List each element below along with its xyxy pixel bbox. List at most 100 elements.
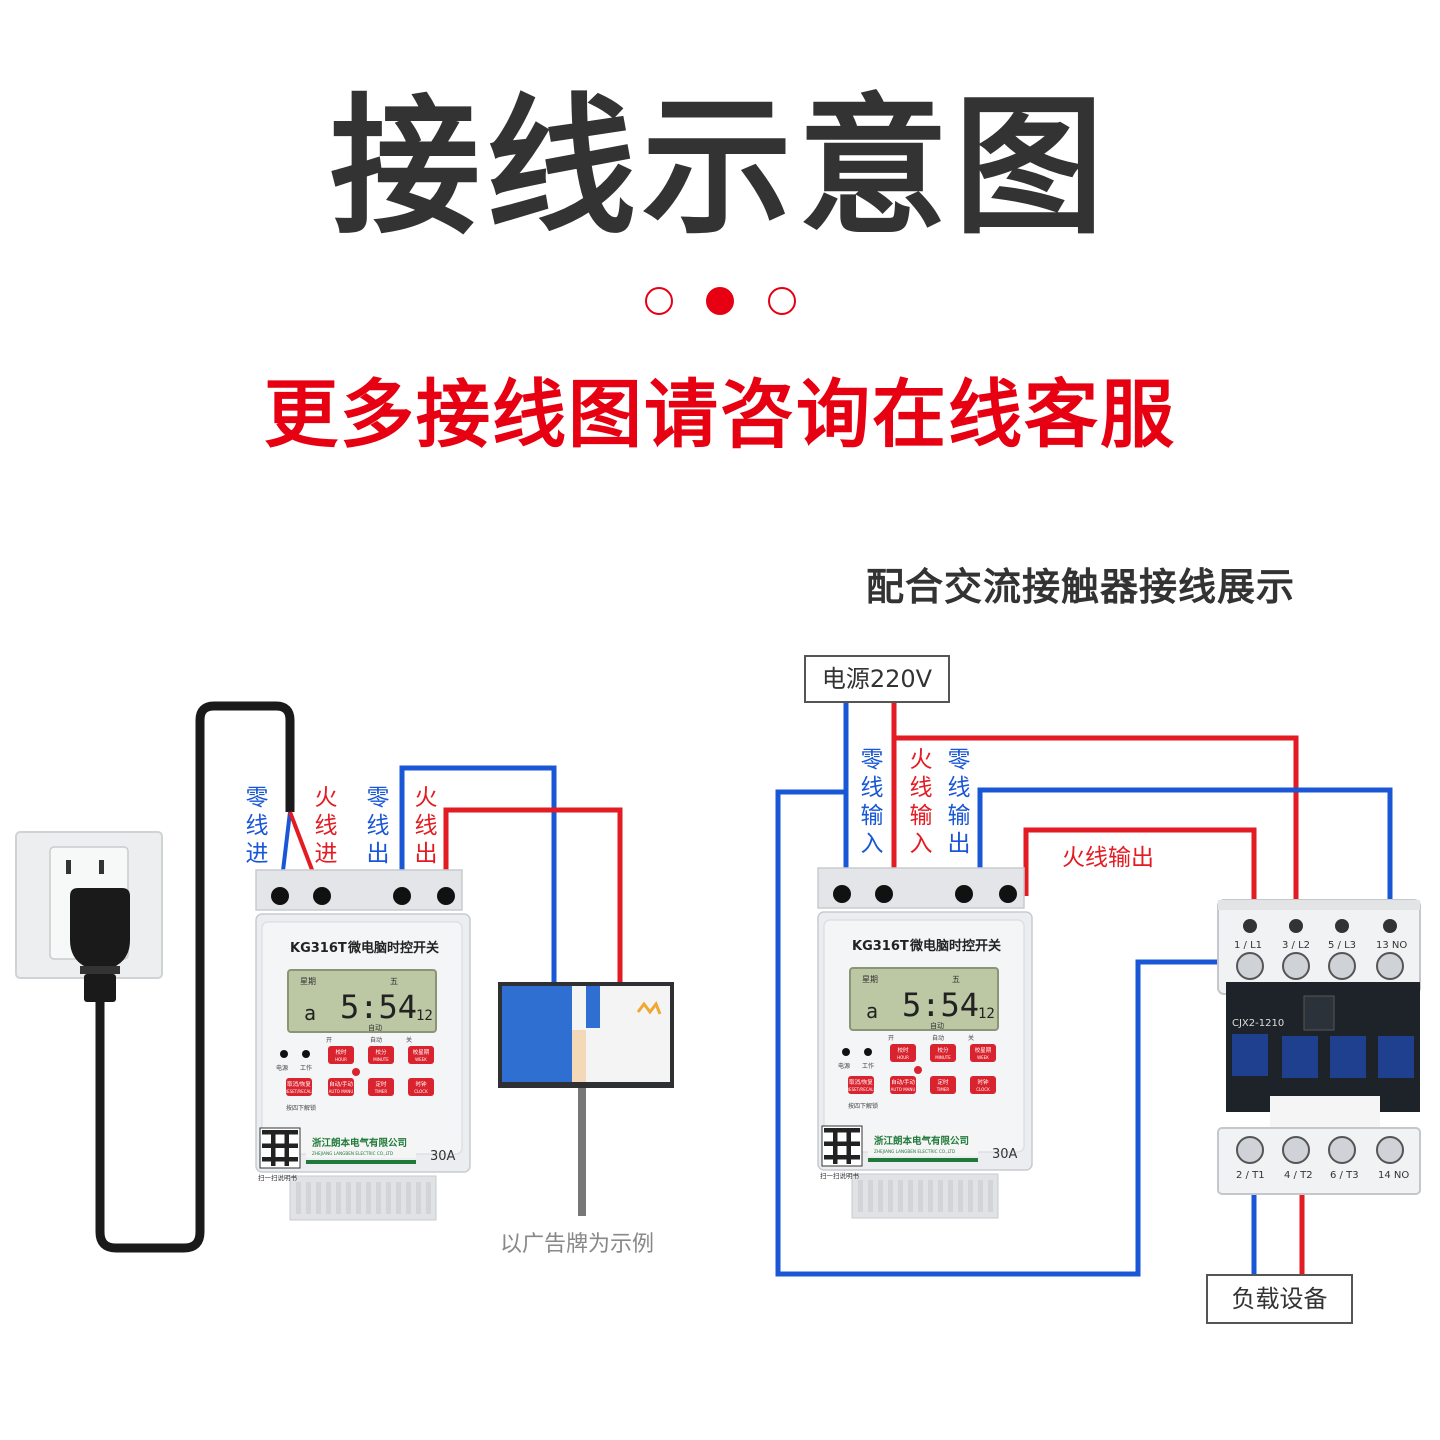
left-timer-button-en-label: RESET/RECALL: [284, 1089, 314, 1094]
label-live-output: 火线输出: [1062, 845, 1154, 871]
right-timer-terminal-screw-icon: [999, 885, 1017, 903]
right-timer-unlock-hint: 按四下解锁: [848, 1102, 878, 1110]
left-timer-lcd-week: 星期: [300, 977, 316, 986]
left-timer-status-off: 关: [406, 1036, 412, 1044]
left-timer-button-cn-label: 校时: [335, 1048, 347, 1056]
left-timer-work-indicator-icon: [302, 1050, 310, 1058]
contactor-screw-icons: [1236, 919, 1404, 1164]
billboard-caption: 以广告牌为示例: [500, 1232, 655, 1257]
left-timer-qr-hint: 扫一扫说明书: [258, 1173, 298, 1182]
right-timer-lcd-mode: a: [866, 999, 878, 1023]
right-timer-terminal-screw-icon: [875, 885, 893, 903]
wire-r-live-to-l2: [894, 735, 1299, 966]
left-timer-button-en-label: TIMER: [374, 1089, 388, 1094]
left-timer-status-led-icon: [352, 1068, 360, 1076]
left-timer-lcd-day: 五: [390, 977, 398, 986]
contactor-bottom-terminal-3: 6 / T3: [1330, 1170, 1359, 1181]
wire-neutral-out: [399, 765, 557, 984]
left-timer-status-on: 开: [326, 1037, 332, 1044]
right-timer-model: KG316T: [852, 939, 909, 954]
right-timer-button-cn-label: 校分: [937, 1046, 949, 1054]
contactor-bottom-terminal-4: 14 NO: [1378, 1170, 1409, 1181]
right-timer-button-cn-label: 时钟: [977, 1078, 989, 1086]
page-subtitle: 更多接线图请咨询在线客服: [264, 372, 1176, 458]
billboard-icon: [498, 982, 674, 1216]
right-timer-button-cn-label: 取消/恢复: [849, 1078, 873, 1086]
left-timer-lcd-auto: 自动: [368, 1023, 382, 1032]
right-timer-status-led-icon: [914, 1066, 922, 1074]
contactor-top-terminal-3: 5 / L3: [1328, 940, 1356, 951]
left-timer-button-cn-label: 自动/手动: [329, 1080, 353, 1088]
left-timer-button-cn-label: 取消/恢复: [287, 1080, 311, 1088]
right-timer-terminal-screw-icon: [833, 885, 851, 903]
right-timer-button-en-label: CLOCK: [976, 1087, 990, 1092]
left-timer-button-en-label: CLOCK: [414, 1089, 428, 1094]
left-timer-lcd-seconds: 12: [416, 1008, 433, 1024]
right-timer-work-indicator-icon: [864, 1048, 872, 1056]
left-timer-indicator-work-label: 工作: [300, 1064, 312, 1072]
wire-live-out: [443, 807, 623, 984]
left-timer-terminal-screw-icon: [313, 887, 331, 905]
wire-r-live-output: [1023, 827, 1257, 966]
left-timer-lcd-time: 5:54: [340, 988, 417, 1026]
right-timer-name: 微电脑时控开关: [909, 938, 1001, 954]
left-timer-button-cn-label: 定时: [375, 1080, 387, 1088]
load-device-box: 负载设备: [1206, 1274, 1353, 1324]
right-timer-status-auto: 自动: [932, 1034, 944, 1042]
left-timer-power-indicator-icon: [280, 1050, 288, 1058]
right-timer-indicator-power-label: 电源: [838, 1062, 850, 1070]
left-timer-rating: 30A: [430, 1149, 456, 1164]
carousel-dot-3[interactable]: [768, 287, 796, 315]
left-timer-name: 微电脑时控开关: [347, 940, 439, 956]
right-timer-indicator-work-label: 工作: [862, 1062, 874, 1070]
wire-r-neutral-output: [977, 787, 1393, 966]
left-timer-company-cn: 浙江朗本电气有限公司: [312, 1137, 407, 1149]
left-timer-unlock-hint: 按四下解锁: [286, 1104, 316, 1112]
contactor-top-terminal-4: 13 NO: [1376, 940, 1407, 951]
right-timer-button-cn-label: 定时: [937, 1078, 949, 1086]
contactor-bottom-terminal-1: 2 / T1: [1236, 1170, 1265, 1181]
contactor-section-heading: 配合交流接触器接线展示: [866, 565, 1296, 609]
power-cable: [95, 701, 295, 1253]
left-timer-indicator-power-label: 电源: [276, 1064, 288, 1072]
label-live-in: 火线进: [314, 785, 338, 867]
carousel-dot-1[interactable]: [645, 287, 673, 315]
right-timer-button-cn-label: 自动/手动: [891, 1078, 915, 1086]
left-timer-terminal-screw-icon: [271, 887, 289, 905]
right-timer-button-en-label: WEEK: [977, 1055, 989, 1060]
label-live-out: 火线出: [414, 785, 438, 867]
right-timer-status-off: 关: [968, 1034, 974, 1042]
right-timer-button-en-label: RESET/RECALL: [846, 1087, 876, 1092]
label-neutral-in: 零线进: [245, 785, 269, 867]
left-timer-model: KG316T: [290, 941, 347, 956]
left-timer-button-en-label: HOUR: [335, 1057, 347, 1062]
plug-icon: [70, 888, 130, 1002]
right-timer-qr-hint: 扫一扫说明书: [820, 1171, 860, 1180]
left-timer-lcd-mode: a: [304, 1001, 316, 1025]
right-timer-rating: 30A: [992, 1147, 1018, 1162]
left-timer-button-cn-label: 校星期: [413, 1048, 430, 1056]
contactor: CJX2-1210 1 / L1 3 / L2 5 / L3 13 NO 2 /…: [1217, 899, 1421, 1195]
left-timer-button-en-label: MINUTE: [373, 1057, 389, 1062]
label-live-input: 火线输入: [909, 747, 933, 857]
right-timer-power-indicator-icon: [842, 1048, 850, 1056]
right-timer-qr-code-icon: [821, 1125, 863, 1167]
carousel-dot-2-active[interactable]: [706, 287, 734, 315]
left-timer-button-en-label: WEEK: [415, 1057, 427, 1062]
